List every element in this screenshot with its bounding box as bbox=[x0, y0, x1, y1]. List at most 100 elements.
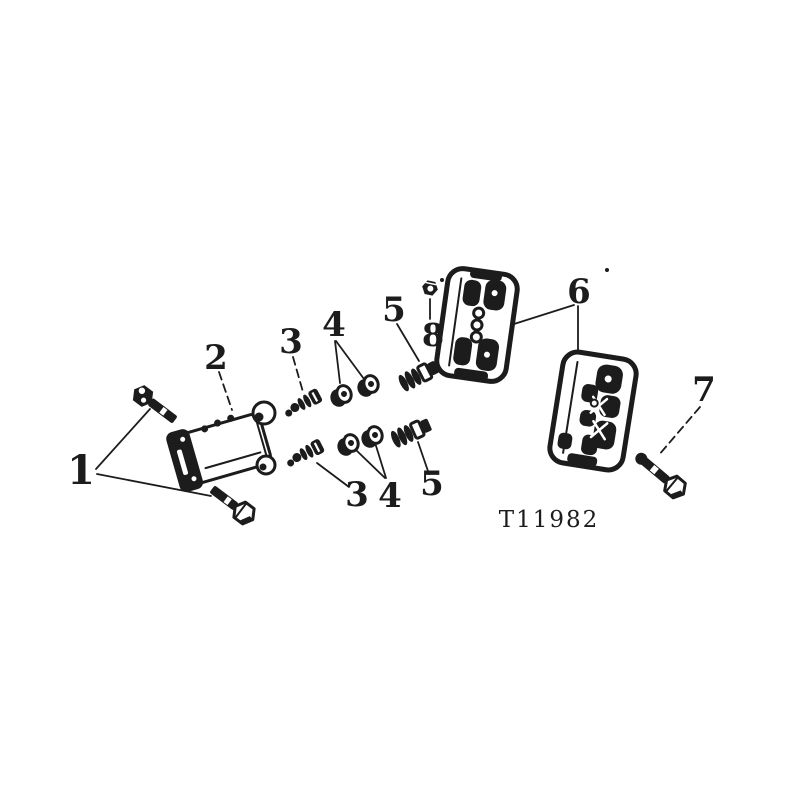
callout-4-lower: 4 bbox=[378, 476, 402, 516]
part-4-bushing-upper-right bbox=[357, 374, 380, 397]
leader-1-to-lower-bolt bbox=[96, 473, 212, 497]
part-1-bolt-lower bbox=[210, 486, 256, 526]
part-8-nut bbox=[422, 280, 438, 296]
block-chain-hole bbox=[470, 318, 484, 332]
leader-2 bbox=[218, 371, 233, 411]
fitting-tip bbox=[290, 403, 300, 413]
block-bore-highlight bbox=[483, 351, 490, 358]
block-edge-line bbox=[448, 277, 463, 367]
block-chain-hole bbox=[469, 330, 483, 344]
drawing-number: T11982 bbox=[499, 507, 600, 533]
manifold-top-port-shade bbox=[254, 412, 264, 422]
block-spline-slit bbox=[589, 422, 609, 439]
scan-speckles bbox=[440, 268, 609, 282]
callout-4-upper: 4 bbox=[322, 305, 346, 345]
block-top-rib bbox=[470, 268, 503, 282]
scan-speckle bbox=[440, 278, 444, 282]
block-bottom-rib bbox=[567, 453, 598, 467]
block-bore bbox=[579, 409, 597, 427]
part-5-fitting-lower bbox=[390, 418, 432, 448]
bushing-bore bbox=[372, 431, 379, 438]
bolt-head-facet bbox=[138, 387, 146, 394]
bolt-shaft-highlight bbox=[159, 407, 168, 416]
block-bore-highlight bbox=[604, 375, 612, 383]
connector-thread bbox=[411, 368, 422, 385]
manifold-bottom-port-shade bbox=[259, 463, 267, 471]
bolt-head bbox=[132, 385, 154, 407]
block-spline-slit bbox=[589, 397, 609, 414]
part-5-fitting-upper bbox=[398, 361, 440, 392]
part-4-bushing-lower-left bbox=[337, 433, 360, 456]
part-6-block-lower bbox=[547, 349, 639, 473]
scan-speckle bbox=[605, 268, 609, 272]
callout-5-lower: 5 bbox=[420, 464, 444, 504]
manifold-stud bbox=[214, 419, 222, 427]
part-1-bolt-upper bbox=[132, 385, 177, 423]
callout-5-upper: 5 bbox=[382, 290, 406, 330]
bolt-tip bbox=[635, 452, 648, 465]
block-bottom-rib bbox=[454, 367, 489, 382]
leader-3-lower bbox=[316, 462, 350, 488]
leader-7 bbox=[657, 406, 701, 457]
part-4-bushing-lower-right bbox=[361, 425, 384, 448]
bushing-bore bbox=[341, 390, 348, 397]
connector-collar bbox=[409, 419, 426, 440]
callout-3-upper: 3 bbox=[279, 322, 303, 362]
manifold-bottom-port bbox=[255, 454, 277, 476]
bolt-head-facet-line bbox=[234, 502, 248, 519]
fitting-hex-highlight bbox=[311, 391, 319, 402]
block-bore bbox=[462, 279, 482, 307]
part-4-bushing-upper-left bbox=[330, 384, 353, 407]
connector-hex bbox=[427, 361, 440, 376]
fitting-thread bbox=[303, 394, 312, 408]
bolt-shaft-highlight bbox=[223, 496, 232, 505]
block-chain-hole bbox=[589, 398, 599, 408]
manifold-end-line bbox=[254, 417, 268, 458]
bolt-shaft-highlight bbox=[649, 465, 659, 475]
fitting-tip bbox=[292, 453, 302, 463]
callout-2: 2 bbox=[204, 338, 228, 378]
fitting-tip bbox=[287, 459, 295, 467]
fitting-thread bbox=[297, 398, 306, 410]
leader-5-lower bbox=[417, 441, 430, 475]
bolt-head-facet bbox=[671, 490, 684, 498]
callout-1: 1 bbox=[67, 447, 95, 494]
callout-8: 8 bbox=[422, 316, 444, 354]
part-7-bolt bbox=[635, 452, 687, 500]
connector-thread bbox=[404, 371, 416, 389]
block-bore bbox=[581, 434, 599, 456]
block-bore bbox=[453, 337, 473, 366]
bolt-head-facet bbox=[140, 397, 147, 403]
fitting-thread bbox=[299, 448, 308, 461]
bolt-head-facet-line bbox=[665, 476, 679, 493]
bolt-head-facet bbox=[240, 516, 253, 524]
manifold-axis-line bbox=[204, 451, 262, 470]
manifold-stud bbox=[201, 425, 209, 433]
manifold-flange-slot bbox=[176, 449, 189, 475]
leader-1-to-upper-bolt bbox=[95, 408, 151, 470]
block-bore bbox=[557, 432, 573, 450]
fitting-thread bbox=[305, 444, 314, 458]
callout-7: 7 bbox=[692, 370, 716, 410]
manifold-flange-hole bbox=[191, 476, 197, 482]
block-bore-highlight bbox=[491, 290, 498, 297]
part-3-fitting-lower bbox=[287, 439, 325, 467]
connector-thread bbox=[403, 425, 414, 442]
leader-5-upper bbox=[396, 323, 420, 362]
connector-hex bbox=[420, 418, 432, 433]
manifold-flange-hole bbox=[180, 436, 186, 442]
connector-thread bbox=[397, 427, 408, 446]
leader-6-to-upper-block bbox=[513, 304, 575, 325]
callout-6: 6 bbox=[567, 272, 591, 312]
nut-facet-line bbox=[425, 281, 437, 286]
part-6-block-upper bbox=[434, 266, 520, 384]
leader-4-upper-right bbox=[335, 340, 365, 380]
part-2-manifold bbox=[166, 413, 272, 493]
nut-bore bbox=[427, 285, 434, 292]
bushing-bore bbox=[368, 380, 375, 387]
leader-4-upper-left bbox=[334, 340, 341, 384]
callout-3-lower: 3 bbox=[345, 475, 369, 515]
connector-thread bbox=[390, 430, 401, 448]
leader-4-lower-left bbox=[355, 449, 386, 479]
